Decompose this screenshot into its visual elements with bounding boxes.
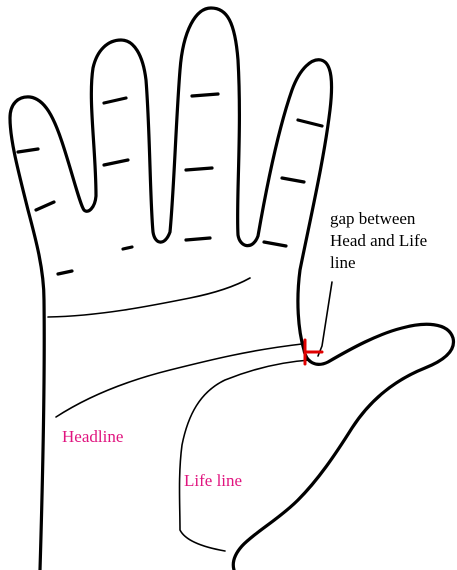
crease-middle-3	[186, 238, 210, 240]
crease-ring-1	[104, 98, 126, 103]
crease-little-3	[58, 271, 72, 274]
gap-annotation-line-1: gap between	[330, 208, 427, 230]
crease-little-2	[36, 202, 54, 210]
gap-pointer-line	[318, 282, 332, 356]
head-line	[56, 344, 302, 417]
life-line-label: Life line	[184, 471, 242, 491]
crease-middle-1	[192, 94, 218, 96]
crease-index-2	[282, 178, 304, 182]
crease-index-3	[264, 242, 286, 246]
gap-annotation-line-2: Head and Life	[330, 230, 427, 252]
crease-index-1	[298, 120, 322, 126]
heart-line	[48, 278, 250, 317]
crease-ring-2	[104, 160, 128, 165]
crease-little-1	[18, 149, 38, 152]
finger-creases	[18, 94, 322, 274]
crease-middle-2	[186, 168, 212, 170]
life-line	[180, 360, 311, 551]
crease-ring-3	[123, 247, 132, 249]
headline-label: Headline	[62, 427, 123, 447]
gap-annotation-line-3: line	[330, 252, 427, 274]
